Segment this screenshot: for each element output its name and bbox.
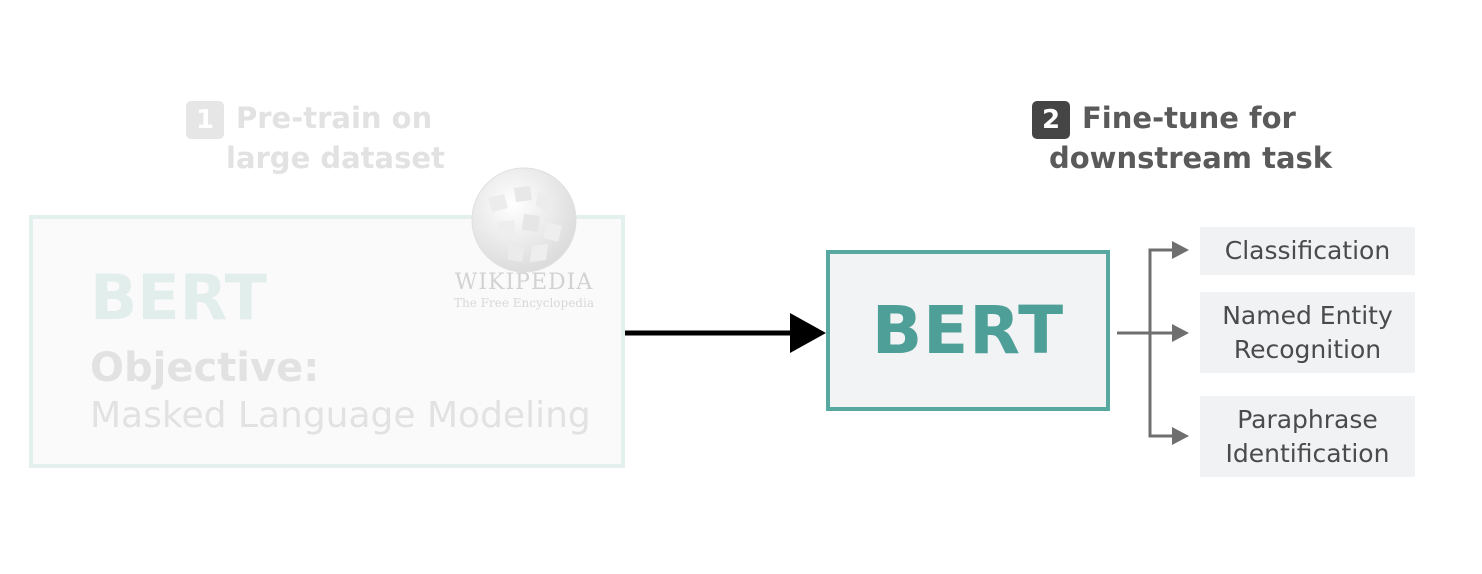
- step-1-number-badge: 1: [186, 101, 224, 139]
- step-2-line-1: Fine-tune for: [1082, 101, 1296, 135]
- finetune-model-box: BERT: [826, 250, 1110, 411]
- pretrain-objective-text: Masked Language Modeling: [90, 395, 591, 436]
- pretrain-objective-label: Objective:: [90, 345, 320, 391]
- step-2-number-badge: 2: [1032, 101, 1070, 139]
- step-1-line-2: large dataset: [226, 141, 445, 175]
- task-2-line-1: Named Entity: [1222, 300, 1393, 330]
- task-paraphrase-identification: Paraphrase Identification: [1200, 396, 1415, 477]
- wikipedia-tagline: The Free Encyclopedia: [454, 296, 594, 310]
- task-1-line-1: Classification: [1224, 236, 1391, 265]
- finetune-model-name: BERT: [871, 292, 1065, 369]
- task-classification: Classification: [1200, 227, 1415, 275]
- task-3-line-2: Identification: [1225, 438, 1390, 468]
- task-2-line-2: Recognition: [1233, 334, 1382, 364]
- transfer-arrow-head: [790, 313, 826, 353]
- wikipedia-globe-icon: [471, 167, 577, 273]
- step-1-heading: 1 Pre-train on large dataset: [186, 99, 445, 178]
- task-branch-arrows: [1117, 248, 1174, 438]
- step-2-line-2: downstream task: [1049, 141, 1333, 175]
- pretrain-model-box: BERT Objective: Masked Language Modeling: [29, 215, 625, 468]
- step-1-line-1: Pre-train on: [236, 101, 433, 135]
- task-branch-heads: [1172, 241, 1189, 445]
- task-3-line-1: Paraphrase: [1237, 404, 1378, 434]
- step-2-heading: 2 Fine-tune for downstream task: [1032, 99, 1332, 178]
- wikipedia-wordmark: WIKIPEDIA: [454, 270, 594, 295]
- pretrain-model-name: BERT: [90, 261, 267, 334]
- task-named-entity-recognition: Named Entity Recognition: [1200, 292, 1415, 373]
